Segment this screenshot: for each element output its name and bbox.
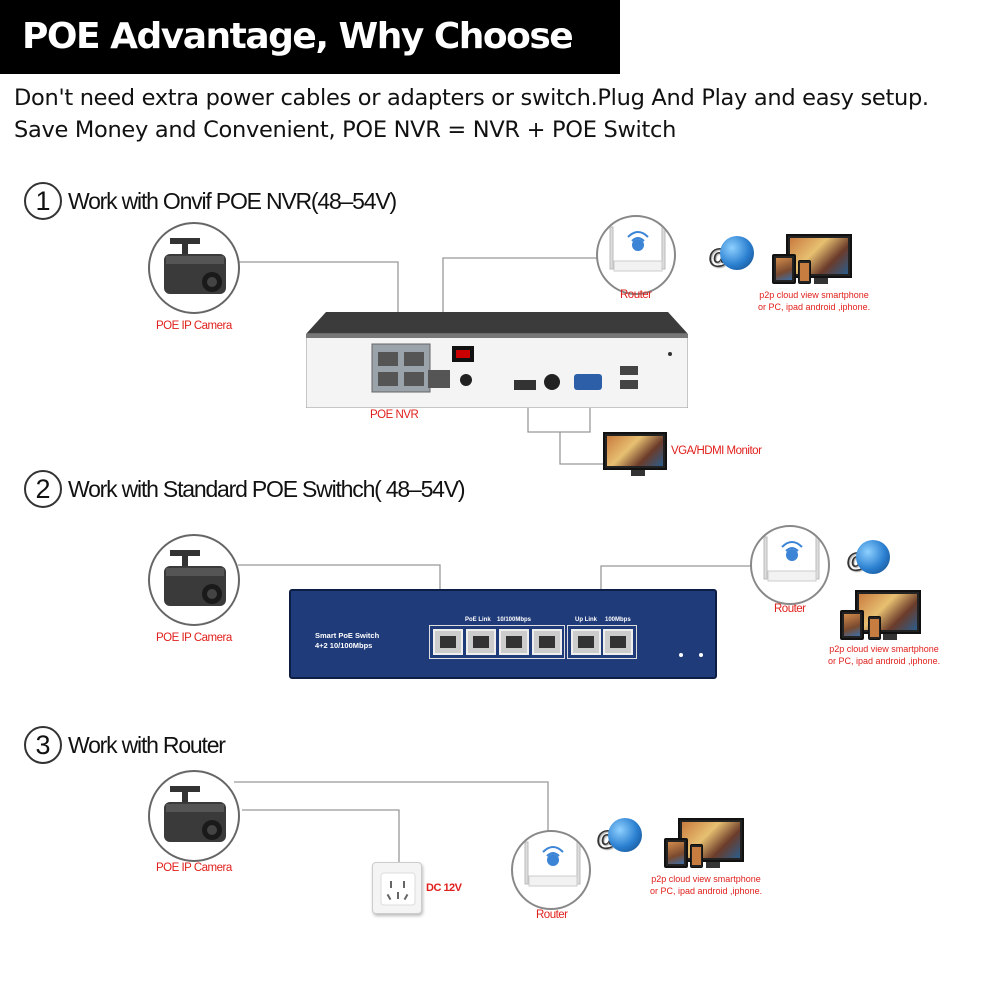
wire-camera-power [242,809,400,862]
camera-icon [148,222,240,314]
router-icon [596,215,676,295]
nvr-label: POE NVR [370,409,419,421]
router-icon [750,525,830,605]
section-title: Work with Standard POE Swithch( 48–54V) [68,475,466,502]
phone-icon [868,616,881,640]
wall-socket-icon [372,862,422,914]
ethernet-port [466,629,496,655]
camera-icon [148,770,240,862]
wire-nvr-monitor-hdmi [559,432,604,465]
tablet-icon [840,610,864,640]
router-label: Router [536,909,568,921]
monitor-label: VGA/HDMI Monitor [671,445,762,457]
ethernet-port [499,629,529,655]
ethernet-port [571,629,601,655]
router-icon [511,830,591,910]
switch-brand: Smart PoE Switch 4+2 10/100Mbps [315,631,380,650]
tablet-icon [772,254,796,284]
section-2-heading: 2 Work with Standard POE Swithch( 48–54V… [24,470,466,508]
ethernet-port [433,629,463,655]
cloud-view-text: p2p cloud view smartphone or PC, ipad an… [828,644,941,666]
ethernet-port [532,629,562,655]
uplink-port-group [567,625,637,659]
monitor-icon [855,590,921,640]
cloud-view-text: p2p cloud view smartphone or PC, ipad an… [758,290,871,312]
monitor-icon [786,234,852,284]
globe-icon [720,236,754,270]
tablet-icon [664,838,688,868]
poe-port-group [429,625,565,659]
globe-icon [608,818,642,852]
monitor-icon [678,818,744,868]
section-1-heading: 1 Work with Onvif POE NVR(48–54V) [24,182,397,220]
section-3-heading: 3 Work with Router [24,726,226,764]
router-label: Router [620,289,652,301]
poe-link-label: PoE Link [465,617,491,623]
uplink-label: Up Link [575,617,597,623]
monitor-icon [603,432,667,476]
phone-icon [798,260,811,284]
camera-label: POE IP Camera [156,320,232,332]
speed-label: 10/100Mbps [497,617,532,623]
phone-icon [690,844,703,868]
intro-line-2: Save Money and Convenient, POE NVR = NVR… [14,117,677,143]
wire-camera-router [234,781,549,843]
cloud-view-text: p2p cloud view smartphone or PC, ipad an… [650,874,763,896]
globe-icon [856,540,890,574]
poe-switch-device: Smart PoE Switch 4+2 10/100Mbps PoE Link… [289,589,717,679]
link-led [699,653,703,657]
power-led [679,653,683,657]
camera-label: POE IP Camera [156,862,232,874]
ethernet-port [603,629,633,655]
router-label: Router [774,603,806,615]
section-number: 1 [24,182,62,220]
wire-nvr-monitor-vga [527,398,591,433]
section-title: Work with Onvif POE NVR(48–54V) [68,187,397,214]
intro-line-1: Don't need extra power cables or adapter… [14,85,929,111]
camera-label: POE IP Camera [156,632,232,644]
poe-nvr-device [305,312,689,409]
section-title: Work with Router [68,731,226,758]
section-number: 2 [24,470,62,508]
page-title: POE Advantage, Why Choose POE ? [0,0,620,131]
speed-label: 100Mbps [605,617,631,623]
camera-icon [148,534,240,626]
power-label: DC 12V [426,882,462,894]
section-number: 3 [24,726,62,764]
